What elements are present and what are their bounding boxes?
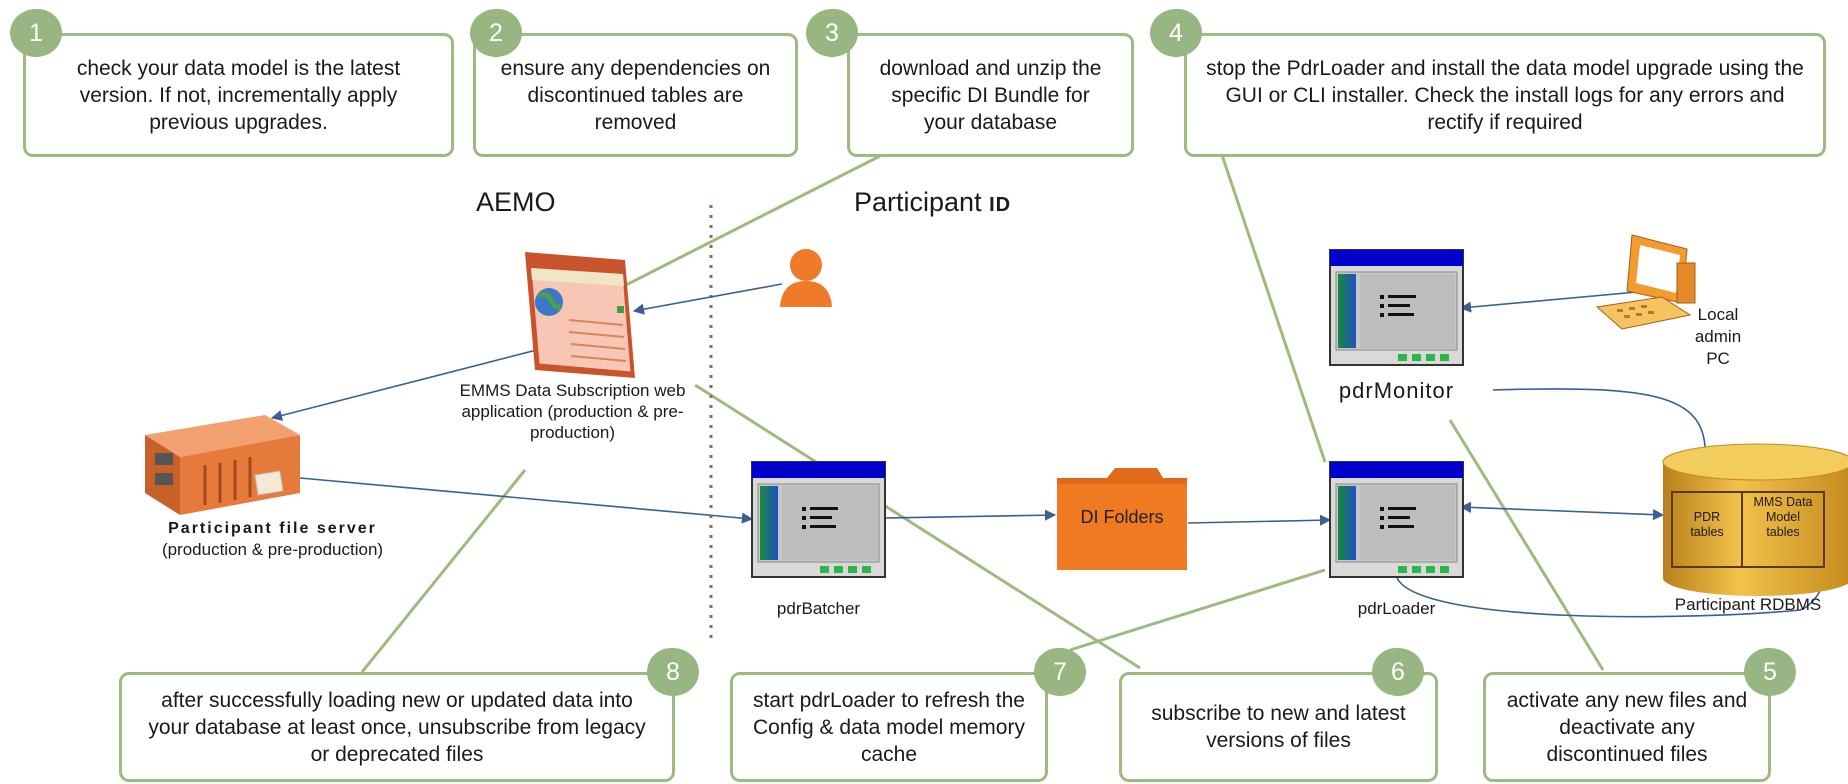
file-server-name: Participant file server (168, 520, 377, 537)
step-5-badge: 5 (1744, 648, 1796, 696)
arrow-person-to-emms (632, 283, 783, 315)
arrow-loader-rdbms (1459, 501, 1665, 521)
arrow-monitor-to-rdbms (1492, 388, 1712, 464)
emms-label: EMMS Data Subscription web application (… (459, 381, 686, 442)
step-8-box: after successfully loading new or update… (119, 672, 675, 782)
step-4-box: stop the PdrLoader and install the data … (1184, 33, 1826, 157)
admin-pc-icon (1595, 234, 1696, 330)
step-8-text: after successfully loading new or update… (148, 688, 646, 766)
file-server-env: (production & pre-production) (161, 540, 384, 559)
callout-line-4 (1220, 154, 1327, 463)
participant-header-label: Participant (854, 187, 982, 217)
step-7-text: start pdrLoader to refresh the Config & … (753, 688, 1025, 766)
step-2-box: ensure any dependencies on discontinued … (473, 33, 798, 157)
step-8-badge: 8 (647, 648, 699, 696)
step-3-box: download and unzip the specific DI Bundl… (847, 33, 1134, 157)
step-1-badge: 1 (10, 9, 62, 57)
step-5-text: activate any new files and deactivate an… (1506, 688, 1748, 766)
pdr-batcher-app-icon (751, 461, 886, 578)
browser-window-icon (525, 252, 635, 378)
step-6-badge: 6 (1372, 648, 1424, 696)
step-7-badge: 7 (1034, 648, 1086, 696)
arrow-emms-to-fileserver (270, 344, 557, 421)
arrow-folders-to-loader (1187, 514, 1332, 526)
callout-line-3 (619, 153, 883, 290)
arrow-batcher-to-folders (884, 509, 1057, 521)
pdr-tables-label: PDR tables (1690, 510, 1724, 539)
pdr-loader-app-icon (1329, 461, 1464, 578)
step-7-box: start pdrLoader to refresh the Config & … (730, 672, 1048, 782)
aemo-header: AEMO (476, 187, 556, 217)
step-4-badge: 4 (1150, 9, 1202, 57)
callout-line-5 (1448, 419, 1605, 671)
callout-line-8 (360, 469, 527, 673)
participant-user-icon (780, 249, 832, 307)
arrow-admin-to-monitor (1459, 291, 1638, 313)
callout-line-6 (694, 383, 1141, 670)
step-6-text: subscribe to new and latest versions of … (1151, 702, 1406, 752)
step-3-badge: 3 (806, 9, 858, 57)
step-4-text: stop the PdrLoader and install the data … (1206, 56, 1804, 134)
participant-header: Participant ID (854, 187, 1011, 218)
pdr-batcher-label: pdrBatcher (776, 599, 861, 618)
step-1-text: check your data model is the latest vers… (76, 56, 401, 134)
step-2-text: ensure any dependencies on discontinued … (500, 56, 771, 134)
file-server-label: Participant file server (production & pr… (120, 518, 425, 560)
database-cylinder-icon (1662, 443, 1848, 596)
step-1-box: check your data model is the latest vers… (23, 33, 454, 157)
pdr-monitor-app-icon (1329, 249, 1464, 366)
pdr-loader-label: pdrLoader (1357, 599, 1436, 618)
pdr-monitor-label: pdrMonitor (1338, 378, 1455, 403)
participant-id-label: ID (989, 194, 1012, 216)
callout-line-7 (1069, 568, 1326, 652)
step-3-text: download and unzip the specific DI Bundl… (879, 56, 1102, 134)
step-5-box: activate any new files and deactivate an… (1483, 672, 1771, 782)
di-folders-label: DI Folders (1080, 507, 1164, 527)
mms-tables-label: MMS Data Model tables (1753, 495, 1813, 539)
step-2-badge: 2 (470, 9, 522, 57)
local-admin-label: Local admin PC (1694, 305, 1742, 368)
arrow-fileserver-to-batcher (299, 477, 754, 524)
folder-icon (1057, 468, 1187, 570)
rdbms-label: Participant RDBMS (1674, 595, 1822, 614)
file-server-icon (145, 415, 300, 515)
